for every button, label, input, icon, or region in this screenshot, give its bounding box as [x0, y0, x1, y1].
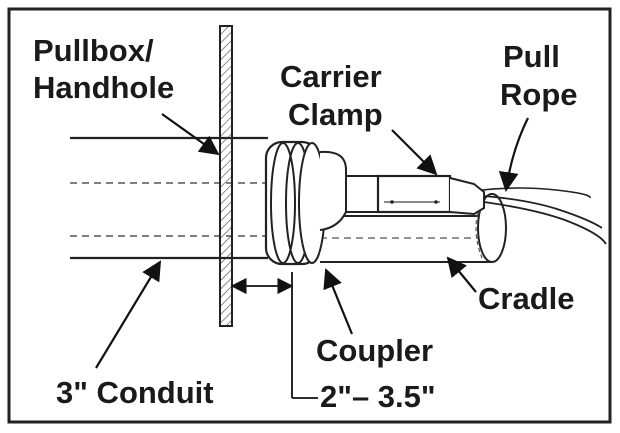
conduit: [70, 136, 268, 260]
coupler: [264, 140, 347, 266]
coupler-label: Coupler: [316, 333, 434, 368]
cradle-arrow: [446, 256, 477, 293]
pullbox-label-line1: Pullbox/: [33, 33, 154, 68]
pull-rope-label-line2: Rope: [500, 77, 578, 112]
pull-rope-arrow: [498, 117, 529, 192]
distance-dimension: [230, 272, 318, 399]
carrier-clamp: [345, 174, 485, 216]
carrier-clamp-arrow: [391, 129, 438, 176]
pullbox-label-line2: Handhole: [33, 70, 175, 105]
pullbox-wall: [219, 25, 233, 327]
pullbox-arrow: [161, 113, 220, 156]
distance-label: 2"– 3.5": [320, 379, 436, 414]
outer-border: [7, 7, 612, 424]
conduit-arrow: [95, 260, 162, 369]
carrier-clamp-label-line2: Clamp: [288, 97, 383, 132]
cradle-label: Cradle: [478, 281, 575, 316]
carrier-clamp-label-line1: Carrier: [280, 59, 382, 94]
pull-rope-label-line1: Pull: [503, 39, 560, 74]
conduit-label: 3" Conduit: [56, 375, 214, 410]
coupler-arrow: [323, 268, 354, 335]
